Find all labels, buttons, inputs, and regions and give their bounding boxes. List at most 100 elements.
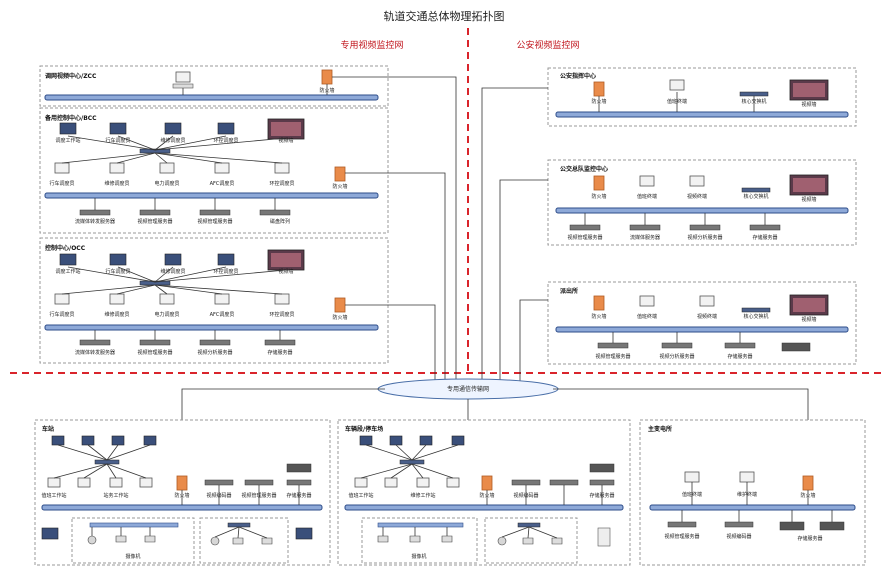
bcc-pc-label: 电力调度员 <box>154 180 179 187</box>
bcc-ws-label: 环控调度员 <box>213 137 238 144</box>
monitor-icon <box>451 435 465 446</box>
bcc-bus <box>44 192 379 199</box>
pst-ws-label: 值班终端 <box>637 313 657 320</box>
bcc-srv-label: 视频管理服务器 <box>197 218 232 225</box>
bcc-pc-label: AFC调度员 <box>210 180 235 187</box>
server-icon <box>667 521 697 528</box>
bcc-srv-label: 流媒体转发服务器 <box>75 218 115 225</box>
panel-main-substation-title: 主变电所 <box>648 425 672 433</box>
server-icon <box>629 224 661 231</box>
panel-occ-title: 控制中心/OCC <box>45 244 86 252</box>
occ-ws-label: 调度工作站 <box>55 268 80 275</box>
uplink-zcc <box>332 76 457 382</box>
uplink-occ <box>345 304 436 382</box>
switch-icon <box>741 307 771 313</box>
pst-ws-label: 视频终端 <box>697 313 717 320</box>
server-icon <box>689 224 721 231</box>
firewall-icon <box>321 69 333 85</box>
ps-firewall-label: 防火墙 <box>591 193 606 200</box>
computer-icon <box>354 477 368 488</box>
bcc-wall-label: 视频墙 <box>278 137 293 144</box>
camera-icon <box>551 537 563 545</box>
server-icon <box>199 209 231 216</box>
uplink-police-station <box>519 299 548 382</box>
occ-ws-label: 维修调度员 <box>160 268 185 275</box>
firewall-icon <box>593 81 605 97</box>
computer-icon <box>109 162 125 174</box>
pst-srv-label: 视频分析服务器 <box>659 353 694 360</box>
pc-wall-label: 视频墙 <box>801 101 816 108</box>
server-icon <box>597 342 629 349</box>
ps-srv-label: 视频分析服务器 <box>687 234 722 241</box>
monitor-icon <box>59 253 77 266</box>
computer-icon <box>639 295 655 307</box>
video-wall-icon <box>267 118 305 140</box>
computer-icon <box>214 293 230 305</box>
camera-icon <box>144 535 156 543</box>
monitor-icon <box>217 253 235 266</box>
computer-icon <box>669 79 685 91</box>
firewall-icon <box>334 297 346 313</box>
server-icon <box>511 479 541 486</box>
camera-icon <box>261 537 273 545</box>
computer-icon <box>159 162 175 174</box>
monitor-icon <box>109 122 127 135</box>
panel-zcc-title: 调网视频中心/ZCC <box>45 72 97 80</box>
server-icon <box>779 521 805 531</box>
server-icon <box>264 339 296 346</box>
computer-icon <box>416 477 430 488</box>
panel-police-center: 公安指挥中心 防火墙 值班终端 核心交换机 视频墙 <box>547 67 857 127</box>
panel-police-station: 派出所 防火墙 值班终端 视频终端 核心交换机 视频墙 视频管理服务器 视频分析… <box>547 281 857 365</box>
panel-bcc-title: 备用控制中心/BCC <box>44 114 97 122</box>
firewall-icon <box>593 295 605 311</box>
diagram-title: 轨道交通总体物理拓扑图 <box>384 9 505 23</box>
bcc-srv-label: 视频管理服务器 <box>137 218 172 225</box>
server-icon <box>724 342 756 349</box>
video-wall-icon <box>789 294 829 316</box>
video-wall-icon <box>789 79 829 101</box>
server-icon <box>204 479 234 486</box>
ps-ws-label: 值班终端 <box>637 193 657 200</box>
panel-police-station-title: 派出所 <box>560 287 578 295</box>
monitor-icon <box>59 122 77 135</box>
left-network-header: 专用视频监控网 <box>340 39 403 51</box>
panel-bcc: 备用控制中心/BCC 调度工作站 行车调度员 维修调度员 环控调度员 视频墙 行… <box>39 107 389 234</box>
computer-icon <box>739 471 755 483</box>
occ-srv-label: 存储服务器 <box>267 349 292 356</box>
server-icon <box>139 209 171 216</box>
server-icon <box>259 209 291 216</box>
ps-wall-label: 视频墙 <box>801 196 816 203</box>
occ-srv-label: 视频分析服务器 <box>197 349 232 356</box>
ps-srv-label: 存储服务器 <box>752 234 777 241</box>
pst-firewall-label: 防火墙 <box>591 313 606 320</box>
monitor-icon <box>389 435 403 446</box>
st-ws-label: 站务工作站 <box>103 492 128 499</box>
transmission-network-label: 专用通信传输网 <box>447 385 489 393</box>
pst-srv-label: 存储服务器 <box>727 353 752 360</box>
computer-icon <box>139 477 153 488</box>
server-icon <box>819 521 845 531</box>
bcc-pc-label: 环控调度员 <box>269 180 294 187</box>
ps-srv-label: 视频管理服务器 <box>567 234 602 241</box>
server-icon <box>661 342 693 349</box>
ps-ws-label: 视频终端 <box>687 193 707 200</box>
camera-icon <box>115 535 127 543</box>
occ-pc-label: 环控调度员 <box>269 311 294 318</box>
server-icon <box>549 479 579 486</box>
computer-icon <box>274 293 290 305</box>
computer-icon <box>54 293 70 305</box>
occ-bus <box>44 324 379 331</box>
monitor-icon <box>295 527 313 540</box>
computer-icon <box>109 293 125 305</box>
monitor-icon <box>164 122 182 135</box>
computer-icon <box>639 175 655 187</box>
computer-icon <box>689 175 705 187</box>
ps-srv-label: 流媒体服务器 <box>630 234 660 241</box>
monitor-icon <box>419 435 433 446</box>
occ-srv-label: 流媒体转发服务器 <box>75 349 115 356</box>
occ-srv-label: 视频管理服务器 <box>137 349 172 356</box>
server-icon <box>286 479 312 486</box>
camera-icon <box>522 537 534 545</box>
panel-police-center-title: 公安指挥中心 <box>560 72 596 80</box>
uplink-police-sub <box>499 179 548 382</box>
